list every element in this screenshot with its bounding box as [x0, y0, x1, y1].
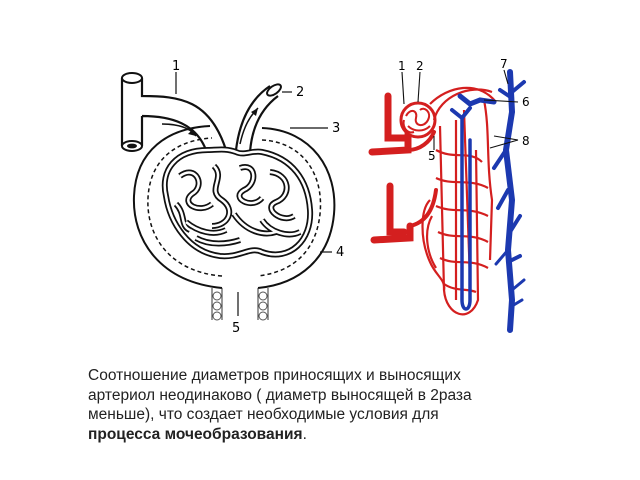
caption-line-4: процесса мочеобразования.	[88, 425, 558, 445]
arteriole-branches	[368, 92, 438, 244]
label-left-5: 5	[232, 321, 240, 336]
caption-line-3: меньше), что создает необходимые условия…	[88, 406, 439, 423]
afferent-arteriole	[120, 78, 228, 151]
tubule-cells	[212, 291, 268, 321]
efferent-arteriole	[234, 85, 279, 153]
caption-line-2: артериол неодинаково ( диаметр выносящей…	[88, 386, 472, 404]
capsule-outer-wall	[132, 125, 336, 289]
glomerulus-schematic-diagram: 1 2 3 4 5	[120, 59, 344, 336]
capsule-inner-wall	[147, 137, 322, 277]
capillary-loops	[173, 163, 302, 247]
label-left-4: 4	[336, 245, 344, 260]
label-right-1: 1	[398, 59, 406, 73]
caption-line-4-end: .	[302, 425, 307, 443]
caption-bold-phrase: процесса мочеобразования	[88, 425, 303, 443]
glomerulus-circle	[399, 101, 437, 139]
caption-text: Соотношение диаметров приносящих и вынос…	[88, 366, 558, 444]
label-right-2: 2	[416, 59, 424, 73]
leader-lines-left	[175, 72, 332, 316]
label-left-3: 3	[332, 121, 340, 136]
label-right-5: 5	[428, 149, 436, 163]
label-right-8: 8	[522, 134, 530, 148]
label-right-6: 6	[522, 95, 530, 109]
tubule-walls	[211, 288, 269, 320]
caption-line-1: Соотношение диаметров приносящих и вынос…	[88, 367, 461, 384]
label-left-1: 1	[172, 59, 180, 74]
label-left-2: 2	[296, 85, 304, 100]
nephron-blood-supply-diagram: 1 2 7 6 8 5	[368, 57, 530, 333]
glomerulus-loops	[402, 107, 431, 134]
venous-network	[450, 69, 526, 333]
label-right-7: 7	[500, 57, 508, 71]
leader-lines-right	[401, 69, 519, 150]
